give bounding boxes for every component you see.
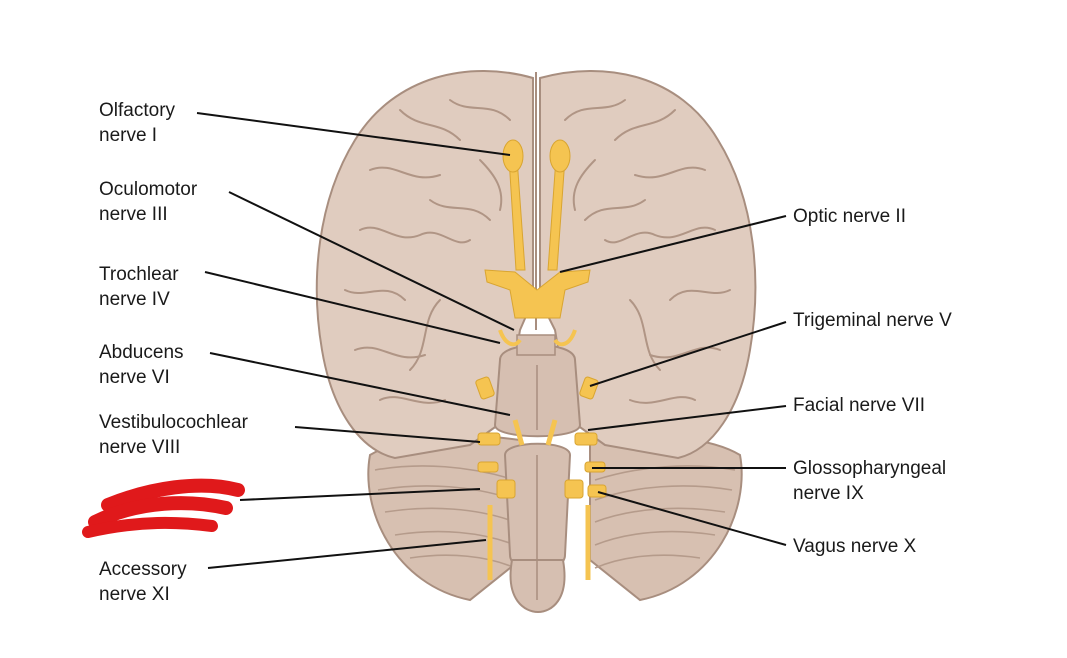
label-facial: Facial nerve VII — [793, 393, 925, 418]
redaction-scribble — [88, 486, 238, 532]
label-trigeminal: Trigeminal nerve V — [793, 308, 952, 333]
label-vagus: Vagus nerve X — [793, 534, 916, 559]
label-optic: Optic nerve II — [793, 204, 906, 229]
